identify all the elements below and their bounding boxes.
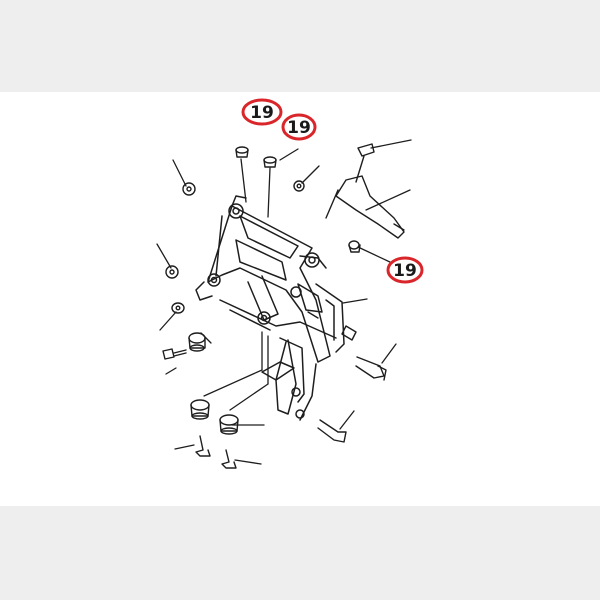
- main-bracket: [195, 195, 345, 421]
- callout-label: 19: [287, 118, 311, 138]
- callout-19-b: 19: [281, 113, 317, 141]
- diagram-panel: [0, 92, 600, 506]
- callout-19-c: 19: [386, 256, 424, 284]
- clip-bracket: [325, 143, 405, 239]
- hardware-parts: [162, 146, 387, 469]
- callout-label: 19: [250, 103, 274, 123]
- callout-label: 19: [393, 261, 417, 281]
- callout-19-a: 19: [241, 98, 283, 126]
